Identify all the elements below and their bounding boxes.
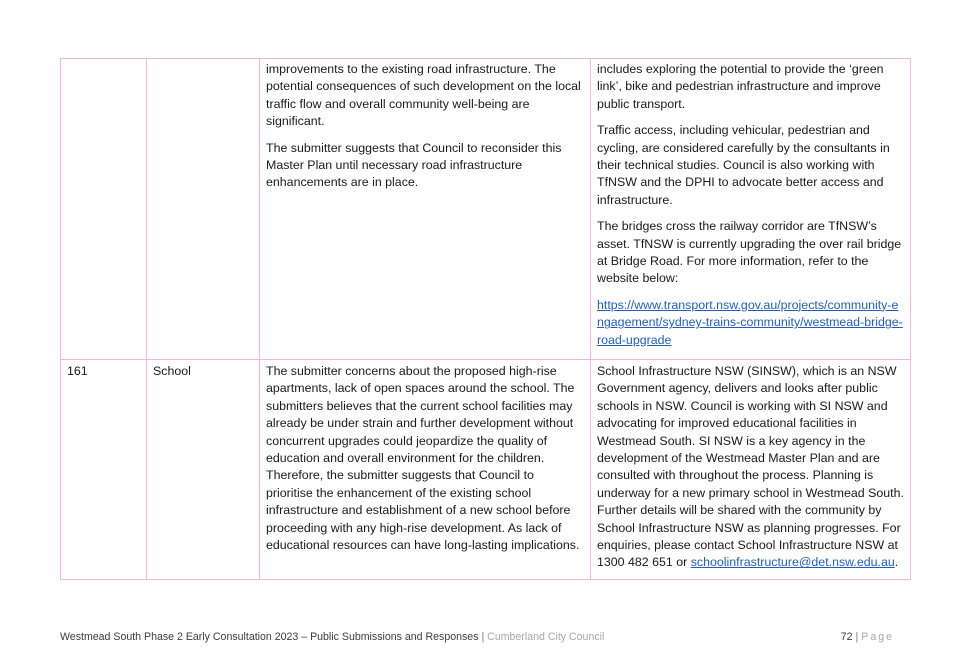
response-cell: School Infrastructure NSW (SINSW), which…	[590, 359, 911, 580]
submission-paragraph: improvements to the existing road infras…	[266, 62, 581, 129]
topic-cell: School	[146, 359, 260, 580]
response-paragraph: includes exploring the potential to prov…	[597, 62, 884, 111]
response-text: School Infrastructure NSW (SINSW), which…	[597, 364, 904, 570]
footer-separator: |	[481, 631, 485, 643]
page-word: Page	[861, 631, 894, 643]
page-separator: |	[855, 631, 859, 643]
topic-cell	[146, 58, 260, 360]
response-paragraph: The bridges cross the railway corridor a…	[597, 219, 902, 286]
submission-cell: The submitter concerns about the propose…	[259, 359, 591, 580]
page-footer: Westmead South Phase 2 Early Consultatio…	[60, 631, 894, 643]
footer-document-title: Westmead South Phase 2 Early Consultatio…	[60, 631, 479, 643]
footer-organisation: Cumberland City Council	[487, 631, 605, 643]
transport-nsw-link[interactable]: https://www.transport.nsw.gov.au/project…	[597, 297, 903, 347]
footer-right: 72 | Page	[841, 631, 894, 643]
submission-paragraph: The submitter suggests that Council to r…	[266, 140, 562, 190]
document-page: improvements to the existing road infras…	[60, 58, 911, 580]
response-cell: includes exploring the potential to prov…	[590, 58, 911, 360]
submission-id-cell: 161	[60, 359, 147, 580]
table-row: improvements to the existing road infras…	[60, 58, 911, 360]
page-number: 72	[840, 631, 853, 643]
response-paragraph: Traffic access, including vehicular, ped…	[597, 123, 890, 207]
footer-left: Westmead South Phase 2 Early Consultatio…	[60, 631, 604, 643]
submission-id-cell	[60, 58, 147, 360]
sinsw-email-link[interactable]: schoolinfrastructure@det.nsw.edu.au	[690, 555, 895, 570]
table-row: 161 School The submitter concerns about …	[60, 359, 911, 580]
submission-cell: improvements to the existing road infras…	[259, 58, 591, 360]
response-paragraph: School Infrastructure NSW (SINSW), which…	[597, 363, 904, 572]
response-paragraph: https://www.transport.nsw.gov.au/project…	[597, 297, 904, 349]
submissions-table: improvements to the existing road infras…	[60, 58, 911, 580]
submission-paragraph: The submitter concerns about the propose…	[266, 364, 580, 553]
response-end: .	[894, 555, 899, 570]
